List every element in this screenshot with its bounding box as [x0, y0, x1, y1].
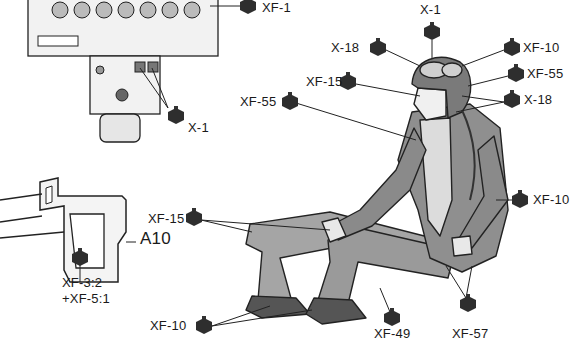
- oxygen-hose: [462, 110, 475, 200]
- panel-knob: [135, 62, 145, 72]
- paint-mix: XF-3:2 +XF-5:1: [62, 275, 118, 307]
- part-edge: [0, 216, 42, 222]
- instrument-panel: [28, 0, 218, 56]
- paint-marker: [512, 190, 528, 208]
- paint-marker: [508, 64, 524, 82]
- pilot-face: [414, 88, 446, 120]
- paint-code: XF-49: [374, 326, 410, 342]
- part-a10-hole: [46, 186, 52, 204]
- part-edge: [0, 194, 42, 200]
- dial: [184, 2, 200, 18]
- paint-marker: [504, 38, 520, 56]
- paint-code: XF-15: [306, 74, 342, 90]
- paint-marker: [186, 208, 202, 226]
- paint-code: XF-10: [533, 192, 569, 208]
- paint-code: XF-10: [523, 40, 559, 56]
- pilot-goggles: [442, 63, 462, 77]
- part-edge: [0, 232, 64, 238]
- paint-code: X-18: [331, 40, 359, 56]
- paint-code: XF-10: [150, 318, 186, 334]
- leader-line: [212, 310, 312, 326]
- pilot-boot: [306, 298, 366, 324]
- leader-lines: [80, 6, 512, 326]
- dial: [162, 2, 178, 18]
- dial: [118, 2, 134, 18]
- leader-line: [462, 96, 504, 102]
- pilot-hand: [452, 236, 472, 256]
- leader-line: [201, 220, 330, 230]
- leader-line: [210, 6, 240, 7]
- paint-code: X-18: [524, 92, 552, 108]
- paint-marker: [384, 308, 400, 326]
- leader-line: [432, 40, 433, 58]
- panel-dials: [52, 2, 200, 18]
- paint-marker: [424, 22, 440, 40]
- paint-code: XF-55: [527, 66, 563, 82]
- leader-line: [212, 306, 270, 326]
- paint-marker: [370, 38, 386, 56]
- leader-line: [496, 200, 512, 201]
- leader-line: [468, 76, 508, 86]
- paint-code: XF-57: [452, 326, 488, 342]
- paint-code: X-1: [420, 2, 441, 18]
- dial: [140, 2, 156, 18]
- dial: [74, 2, 90, 18]
- paint-marker: [196, 316, 212, 334]
- part-a10-cutout: [70, 214, 104, 268]
- leader-line: [466, 266, 472, 298]
- leader-line: [356, 84, 420, 96]
- paint-code: XF-15: [148, 211, 184, 227]
- leader-line: [380, 288, 390, 312]
- paint-marker: [282, 92, 298, 110]
- pilot-helmet: [412, 57, 471, 118]
- paint-marker: [240, 0, 256, 14]
- panel-knob: [116, 89, 128, 101]
- paint-code: X-1: [188, 120, 209, 136]
- paint-markers: [72, 0, 528, 334]
- pilot-boot: [246, 296, 310, 318]
- panel-knob: [96, 66, 104, 74]
- dial: [96, 2, 112, 18]
- paint-code: XF-1: [262, 0, 291, 16]
- leader-line: [296, 103, 416, 140]
- paint-marker: [72, 248, 88, 266]
- leader-line: [140, 68, 168, 108]
- leader-line: [462, 50, 504, 66]
- paint-marker: [504, 90, 520, 108]
- leader-line: [126, 242, 136, 243]
- dial: [52, 2, 68, 18]
- paint-marker: [460, 294, 476, 312]
- leader-line: [456, 102, 504, 112]
- panel-cylinder: [100, 114, 140, 142]
- pilot-arm: [330, 128, 426, 240]
- leader-line: [152, 68, 168, 108]
- leader-line: [446, 266, 466, 298]
- panel-column: [90, 56, 160, 114]
- paint-code: XF-55: [240, 94, 276, 110]
- paint-marker: [168, 106, 184, 124]
- switch-row: [38, 36, 78, 46]
- part-a10: [40, 178, 126, 282]
- pilot-figure: [246, 57, 508, 324]
- leader-line: [386, 50, 420, 66]
- pilot-vest: [420, 118, 452, 236]
- pilot-arm: [458, 136, 508, 248]
- part-number: A10: [140, 231, 171, 247]
